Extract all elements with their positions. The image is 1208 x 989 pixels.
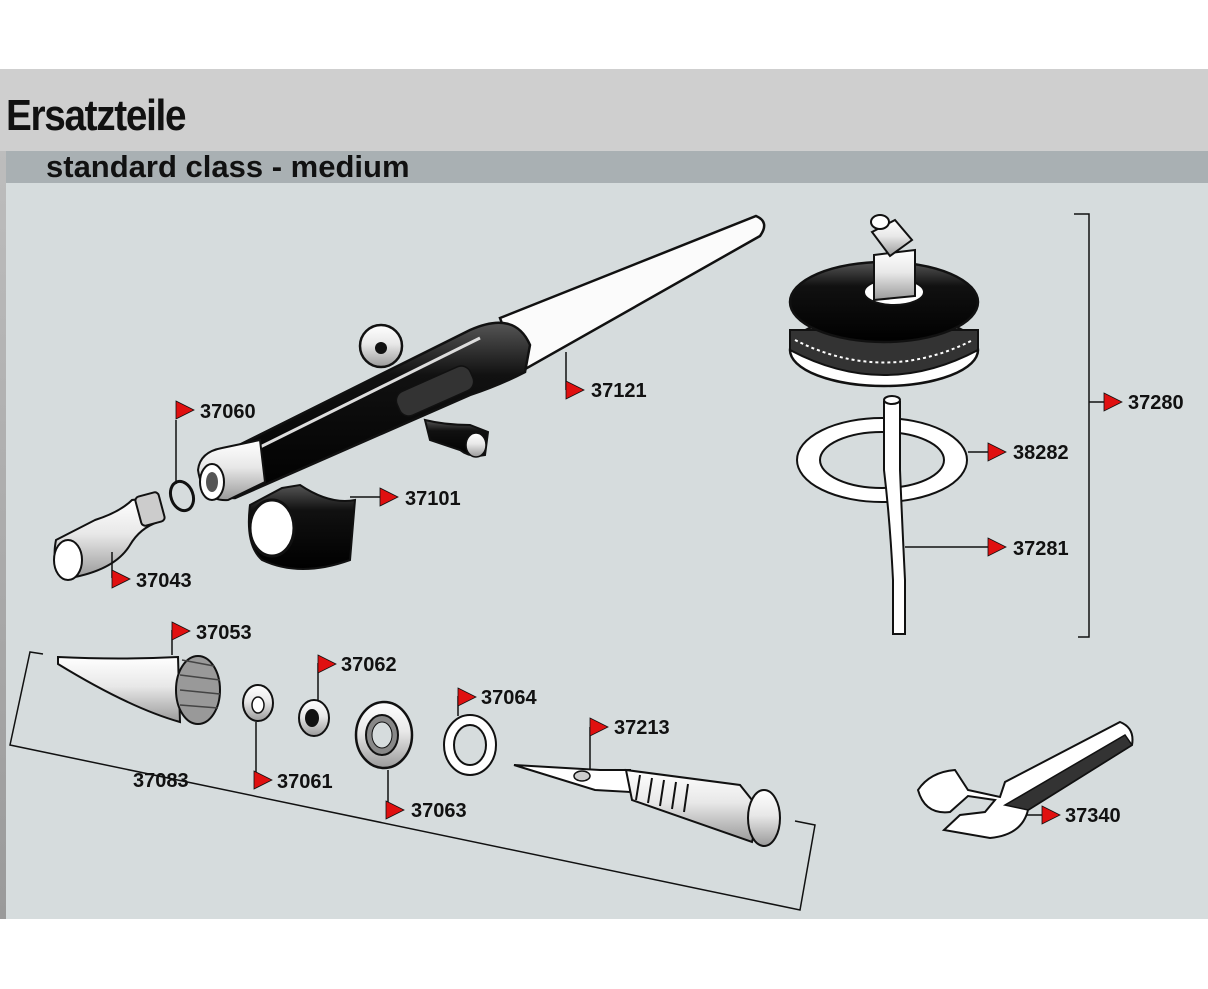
ring-37061-shape — [242, 684, 274, 722]
label-37281: 37281 — [1013, 538, 1069, 560]
marker-37063 — [385, 800, 405, 820]
marker-37064 — [457, 687, 477, 707]
tube-37281-shape — [883, 395, 906, 635]
label-37213: 37213 — [614, 717, 670, 739]
body-slot — [395, 365, 475, 417]
left-edge-strip — [0, 151, 6, 919]
marker-37062 — [317, 654, 337, 674]
washer-37060-shape — [168, 479, 196, 513]
label-37064: 37064 — [481, 687, 537, 709]
ring-37062-shape — [298, 699, 330, 737]
rear-handle-shape — [498, 214, 766, 374]
part-labels: 37060 37121 37101 37043 37280 38282 3728… — [133, 380, 1184, 827]
marker-37281 — [987, 537, 1007, 557]
marker-37060 — [175, 400, 195, 420]
header-band — [0, 69, 1208, 151]
label-37340: 37340 — [1065, 805, 1121, 827]
label-37053: 37053 — [196, 622, 252, 644]
subtitle-bar — [6, 151, 1208, 183]
bracket-37083-line — [9, 651, 816, 911]
label-37043: 37043 — [136, 570, 192, 592]
label-37062: 37062 — [341, 654, 397, 676]
wrench-37340-shape — [916, 720, 1134, 840]
marker-38282 — [987, 442, 1007, 462]
page-title: Ersatzteile — [6, 91, 186, 140]
marker-37280 — [1103, 392, 1123, 412]
nut-37063-shape — [354, 700, 414, 770]
marker-37101 — [379, 487, 399, 507]
marker-37121 — [565, 380, 585, 400]
airbrush-illustration — [196, 214, 766, 570]
label-38282: 38282 — [1013, 442, 1069, 464]
nozzle-37053-shape — [57, 655, 221, 725]
label-37061: 37061 — [277, 771, 333, 793]
grip-hole — [248, 498, 296, 558]
washer-37064-shape — [443, 714, 497, 776]
air-cap-37043-shape — [53, 491, 166, 581]
needle-holder-37213-shape — [513, 764, 781, 847]
marker-37213 — [589, 717, 609, 737]
marker-37053 — [171, 621, 191, 641]
marker-37043 — [111, 569, 131, 589]
marker-37061 — [253, 770, 273, 790]
label-37060: 37060 — [200, 401, 256, 423]
label-37063: 37063 — [411, 800, 467, 822]
bracket-37280-line — [1074, 213, 1090, 638]
label-37121: 37121 — [591, 380, 647, 402]
gasket-38282-shape — [796, 417, 968, 503]
page-subtitle: standard class - medium — [46, 149, 410, 184]
body-highlight — [229, 336, 481, 464]
label-37083: 37083 — [133, 770, 189, 792]
marker-37340 — [1041, 805, 1061, 825]
part-markers — [111, 380, 1123, 825]
label-37101: 37101 — [405, 488, 461, 510]
label-37280: 37280 — [1128, 392, 1184, 414]
cup-lid-37280-shape — [788, 214, 980, 388]
